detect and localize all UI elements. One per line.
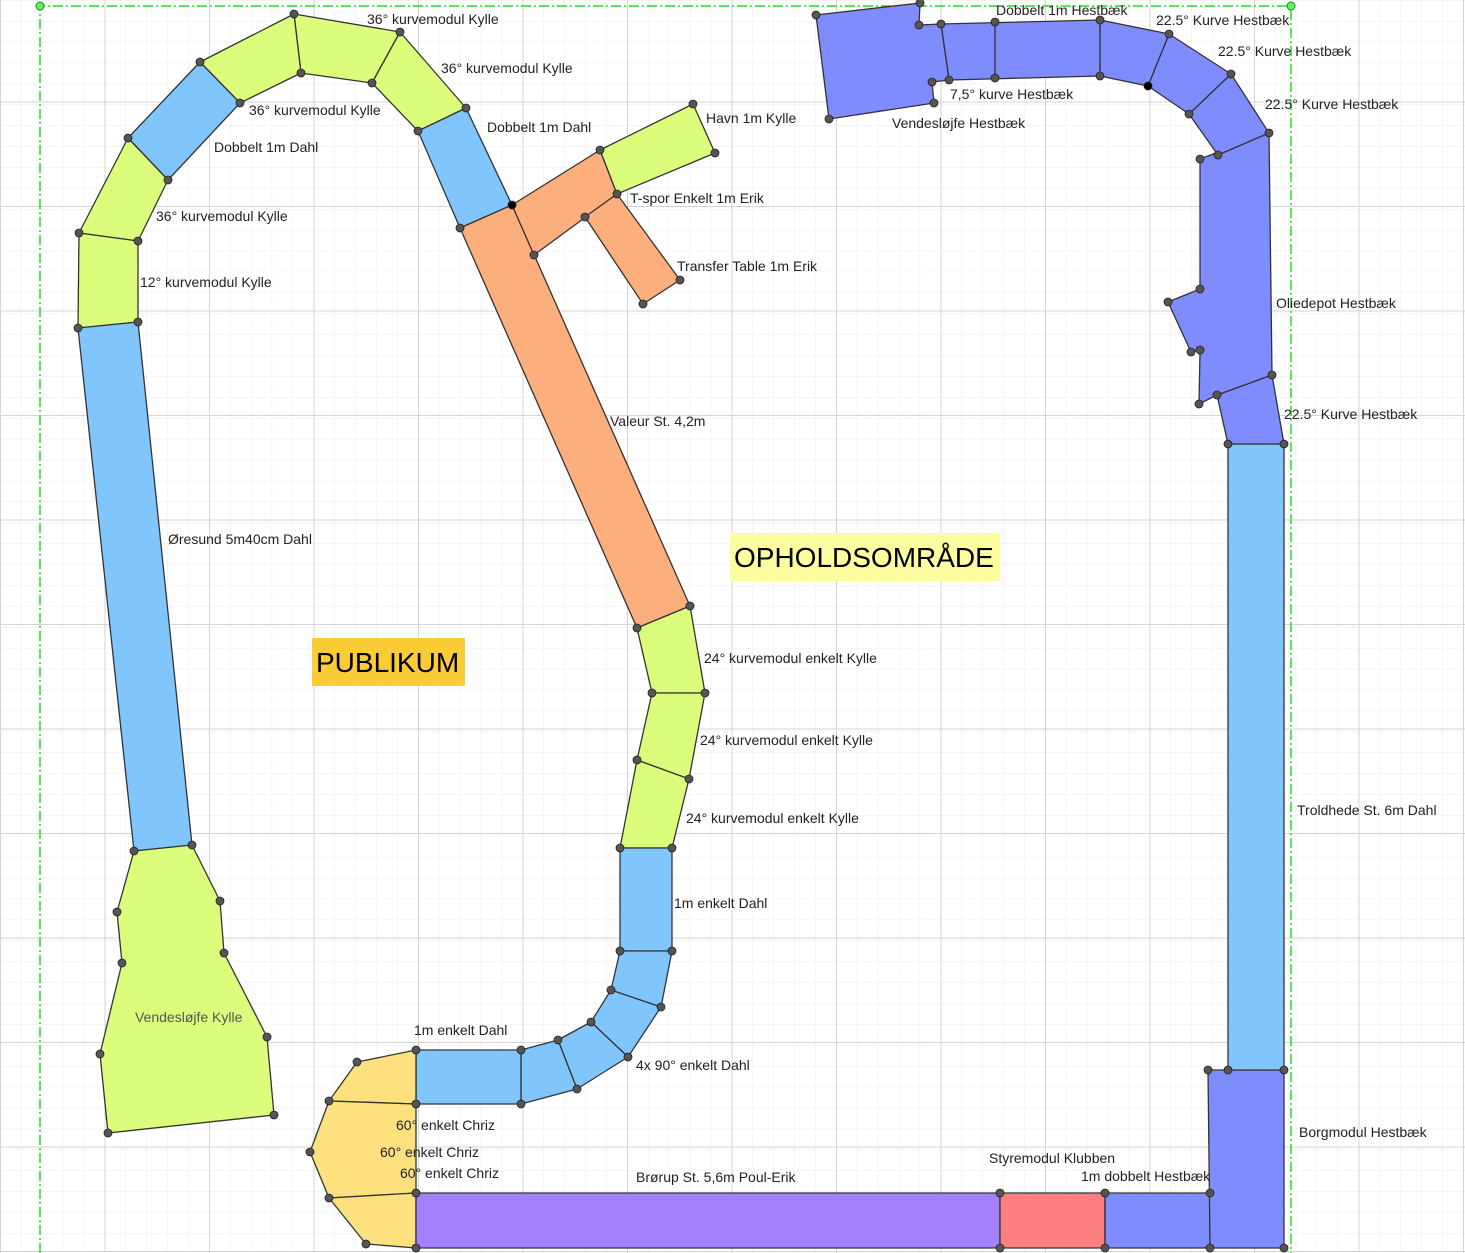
label-dahl-double-left: Dobbelt 1m Dahl [214,139,318,155]
label-kylle-24a: 24° kurvemodul enkelt Kylle [704,650,877,666]
label-dahl-1m-right: 1m enkelt Dahl [674,895,767,911]
label-hestbaek-225-c: 22.5° Kurve Hestbæk [1265,96,1399,112]
label-hestbaek-225-b: 22.5° Kurve Hestbæk [1218,43,1352,59]
module-styremodul[interactable] [999,1192,1106,1249]
label-kylle-24c: 24° kurvemodul enkelt Kylle [686,810,859,826]
label-oliedepot: Oliedepot Hestbæk [1276,295,1397,311]
label-valeur: Valeur St. 4,2m [610,413,705,429]
label-kylle-36b: 36° kurvemodul Kylle [441,60,573,76]
label-kylle-36d: 36° kurvemodul Kylle [156,208,288,224]
label-broerup: Brørup St. 5,6m Poul-Erik [636,1169,796,1185]
module-broerup[interactable] [415,1192,1001,1249]
label-hestbaek-double-bottom: 1m dobbelt Hestbæk [1081,1168,1211,1184]
label-hestbaek-75: 7,5° kurve Hestbæk [950,86,1074,102]
label-hestbaek-225-d: 22.5° Kurve Hestbæk [1284,406,1418,422]
label-chriz-a: 60° enkelt Chriz [396,1117,495,1133]
label-chriz-c: 60° enkelt Chriz [400,1165,499,1181]
area-label-publikum: PUBLIKUM [312,638,466,686]
label-kylle-36c: 36° kurvemodul Kylle [249,102,381,118]
label-havn: Havn 1m Kylle [706,110,796,126]
frame-boundary [35,1,1296,1253]
label-vendesloejfe-hestbaek: Vendesløjfe Hestbæk [892,115,1026,131]
module-kylle-12[interactable] [77,232,139,329]
module-dahl-1m-bottom[interactable] [415,1049,522,1105]
label-transfer: Transfer Table 1m Erik [677,258,818,274]
label-troldhede: Troldhede St. 6m Dahl [1297,802,1437,818]
label-dahl-double-mid: Dobbelt 1m Dahl [487,119,591,135]
module-oliedepot[interactable] [1167,132,1273,405]
label-hestbaek-225-a: 22.5° Kurve Hestbæk [1156,12,1290,28]
label-tspor: T-spor Enkelt 1m Erik [630,190,765,206]
label-styremodul: Styremodul Klubben [989,1150,1115,1166]
label-borgmodul: Borgmodul Hestbæk [1299,1124,1428,1140]
label-kylle-12: 12° kurvemodul Kylle [140,274,272,290]
module-hestbaek-double-bottom[interactable] [1104,1192,1211,1249]
label-chriz-b: 60° enkelt Chriz [380,1144,479,1160]
label-dahl-90: 4x 90° enkelt Dahl [636,1057,750,1073]
area-label-opholdsomraade: OPHOLDSOMRÅDE [730,533,1000,581]
label-kylle-36a: 36° kurvemodul Kylle [367,11,499,27]
label-oresund: Øresund 5m40cm Dahl [168,531,312,547]
module-hestbaek-double-top[interactable] [940,19,1101,81]
label-kylle-24b: 24° kurvemodul enkelt Kylle [700,732,873,748]
label-hestbaek-double-top: Dobbelt 1m Hestbæk [996,2,1129,18]
module-troldhede[interactable] [1227,443,1285,1071]
label-vendesloejfe-kylle: Vendesløjfe Kylle [135,1009,243,1025]
vertex-points [73,0,1289,1253]
module-dahl-1m-right[interactable] [619,847,673,952]
label-dahl-1m-bottom: 1m enkelt Dahl [414,1022,507,1038]
module-borgmodul[interactable] [1207,1069,1285,1249]
